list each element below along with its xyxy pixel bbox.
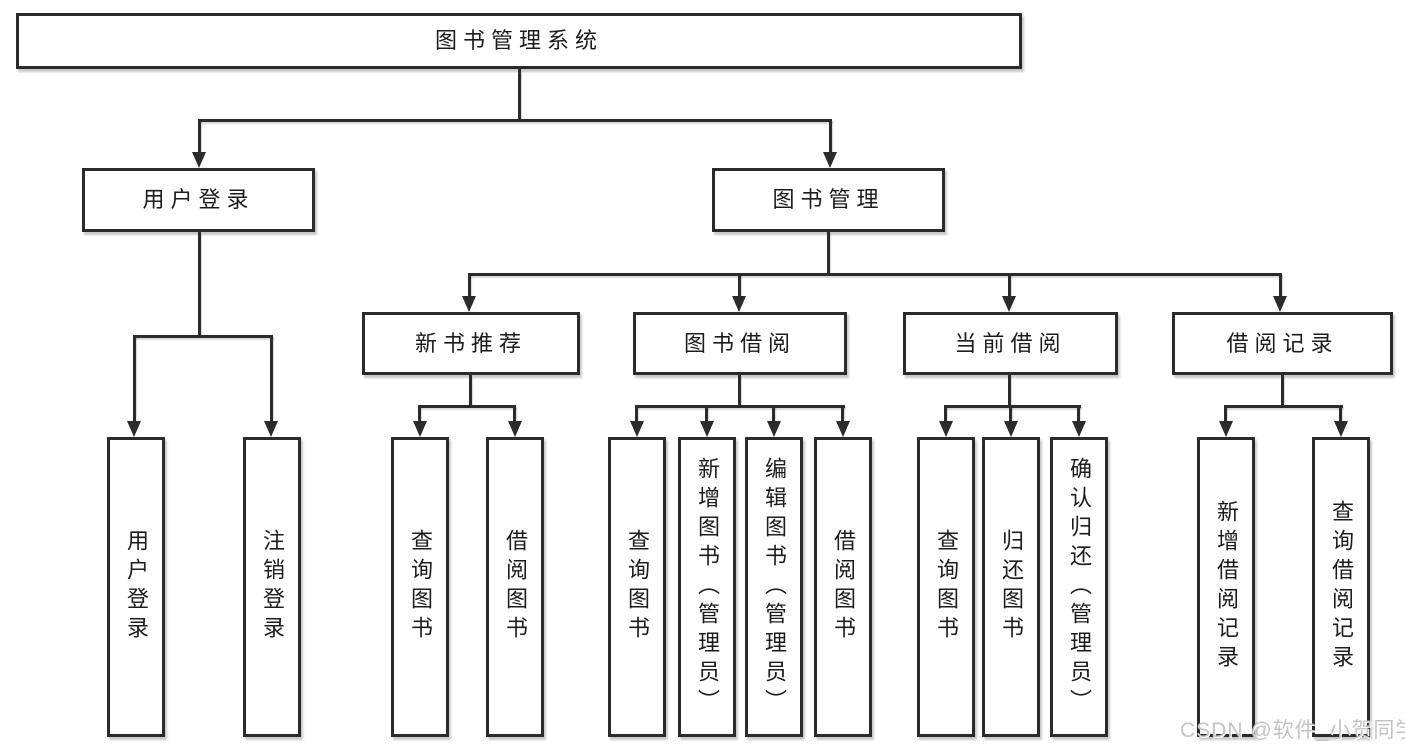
leaf-user-login: 用户登录 <box>107 437 165 737</box>
connector-g2-hline <box>944 405 1081 408</box>
node-book-management: 图书管理 <box>712 168 945 232</box>
connector-g0-stem-1 <box>418 405 421 423</box>
node-new-book-recommend-label: 新书推荐 <box>414 330 527 356</box>
node-user-login-label: 用户登录 <box>142 187 255 212</box>
arrowhead-down-icon <box>264 421 278 437</box>
arrowhead-down-icon <box>732 296 746 312</box>
connector-root-stem-right <box>829 119 832 154</box>
leaf-return-books: 归还图书 <box>982 437 1040 737</box>
node-book-borrow: 图书借阅 <box>633 312 847 375</box>
arrowhead-down-icon <box>1219 421 1233 437</box>
connector-g1-vline <box>738 375 741 405</box>
connector-mgmt-hline <box>468 273 1282 276</box>
arrowhead-down-icon <box>1002 296 1016 312</box>
leaf-query-books-borrow: 查询图书 <box>608 437 666 737</box>
connector-g0-vline <box>469 375 472 405</box>
connector-g1-stem-2 <box>705 405 708 423</box>
arrowhead-down-icon <box>127 421 141 437</box>
leaf-query-books-borrow-label: 查询图书 <box>625 529 650 645</box>
arrowhead-down-icon <box>836 421 850 437</box>
arrowhead-down-icon <box>1072 421 1086 437</box>
arrowhead-down-icon <box>939 421 953 437</box>
leaf-query-borrow-record-label: 查询借阅记录 <box>1329 500 1354 674</box>
node-current-borrow-label: 当前借阅 <box>954 330 1067 356</box>
connector-mgmt-stem-2 <box>738 273 741 298</box>
arrowhead-down-icon <box>462 296 476 312</box>
leaf-query-books-recommend-label: 查询图书 <box>408 529 433 645</box>
leaf-edit-books-admin: 编辑图书（管理员） <box>745 437 803 737</box>
node-book-management-label: 图书管理 <box>772 187 885 212</box>
arrowhead-down-icon <box>767 421 781 437</box>
arrowhead-down-icon <box>823 152 837 168</box>
leaf-query-books-current: 查询图书 <box>917 437 975 737</box>
connector-login-stem-2 <box>270 335 273 423</box>
connector-login-hline <box>133 335 273 338</box>
leaf-logout-login: 注销登录 <box>243 437 301 737</box>
node-root: 图书管理系统 <box>16 13 1022 69</box>
connector-g1-stem-1 <box>635 405 638 423</box>
connector-g0-hline <box>418 405 516 408</box>
connector-g0-stem-2 <box>513 405 516 423</box>
leaf-return-books-label: 归还图书 <box>999 529 1024 645</box>
connector-g3-stem-2 <box>1339 405 1342 423</box>
arrowhead-down-icon <box>700 421 714 437</box>
connector-mgmt-stem-1 <box>468 273 471 298</box>
leaf-query-books-recommend: 查询图书 <box>391 437 449 737</box>
connector-g1-stem-4 <box>841 405 844 423</box>
node-current-borrow: 当前借阅 <box>903 312 1118 375</box>
connector-root-stem-left <box>198 119 201 154</box>
leaf-add-books-admin: 新增图书（管理员） <box>678 437 736 737</box>
connector-g2-stem-3 <box>1077 405 1080 423</box>
connector-g1-stem-3 <box>772 405 775 423</box>
connector-login-vline <box>198 232 201 335</box>
connector-g3-vline <box>1281 375 1284 405</box>
node-borrow-records: 借阅记录 <box>1172 312 1393 375</box>
leaf-borrow-books-recommend: 借阅图书 <box>486 437 544 737</box>
leaf-add-borrow-record-label: 新增借阅记录 <box>1214 500 1239 674</box>
connector-root-hline <box>198 119 832 122</box>
leaf-confirm-return-admin-label: 确认归还（管理员） <box>1067 456 1092 718</box>
leaf-borrow-books-recommend-label: 借阅图书 <box>503 529 528 645</box>
arrowhead-down-icon <box>630 421 644 437</box>
node-root-label: 图书管理系统 <box>434 28 603 53</box>
connector-mgmt-vline <box>827 232 830 273</box>
node-borrow-records-label: 借阅记录 <box>1226 330 1339 356</box>
node-new-book-recommend: 新书推荐 <box>362 312 580 375</box>
connector-root-vline <box>518 69 521 119</box>
connector-g2-vline <box>1008 375 1011 405</box>
connector-mgmt-stem-4 <box>1279 273 1282 298</box>
leaf-confirm-return-admin: 确认归还（管理员） <box>1050 437 1108 737</box>
arrowhead-down-icon <box>1334 421 1348 437</box>
arrowhead-down-icon <box>1004 421 1018 437</box>
connector-login-stem-1 <box>133 335 136 423</box>
connector-g3-stem-1 <box>1224 405 1227 423</box>
connector-g1-hline <box>635 405 845 408</box>
arrowhead-down-icon <box>192 152 206 168</box>
connector-g3-hline <box>1224 405 1343 408</box>
leaf-user-login-label: 用户登录 <box>124 529 149 645</box>
node-book-borrow-label: 图书借阅 <box>683 330 796 356</box>
csdn-watermark: CSDN @软件_小贺同学 <box>1180 719 1405 742</box>
leaf-logout-login-label: 注销登录 <box>260 529 285 645</box>
connector-mgmt-stem-3 <box>1008 273 1011 298</box>
leaf-borrow-books: 借阅图书 <box>814 437 872 737</box>
leaf-add-borrow-record: 新增借阅记录 <box>1197 437 1255 737</box>
arrowhead-down-icon <box>508 421 522 437</box>
leaf-query-borrow-record: 查询借阅记录 <box>1312 437 1370 737</box>
leaf-borrow-books-label: 借阅图书 <box>831 529 856 645</box>
node-user-login: 用户登录 <box>82 168 315 232</box>
arrowhead-down-icon <box>413 421 427 437</box>
leaf-query-books-current-label: 查询图书 <box>934 529 959 645</box>
leaf-edit-books-admin-label: 编辑图书（管理员） <box>762 456 787 718</box>
connector-g2-stem-1 <box>944 405 947 423</box>
arrowhead-down-icon <box>1273 296 1287 312</box>
leaf-add-books-admin-label: 新增图书（管理员） <box>695 456 720 718</box>
connector-g2-stem-2 <box>1009 405 1012 423</box>
